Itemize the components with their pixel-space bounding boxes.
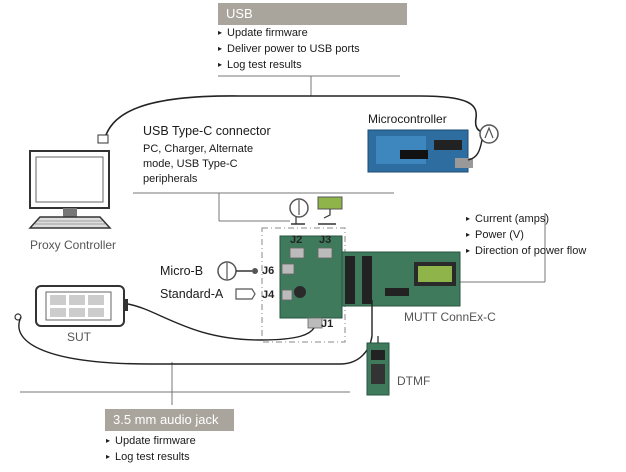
- proxy-controller-label: Proxy Controller: [30, 238, 117, 252]
- standard-a-plug-icon: [235, 288, 256, 300]
- j4-label: J4: [262, 289, 275, 301]
- bullet-icon: ▸: [106, 436, 111, 445]
- dtmf-label: DTMF: [397, 374, 431, 388]
- bullet-icon: ▸: [218, 28, 223, 37]
- display-plug-icon: [317, 196, 343, 225]
- audio-item-2: ▸ Log test results: [106, 450, 190, 465]
- bullet-icon: ▸: [466, 214, 471, 223]
- measure-item-text: Power (V): [475, 229, 524, 241]
- audio-item-text: Update firmware: [115, 435, 196, 447]
- audio-title: 3.5 mm audio jack: [105, 409, 234, 431]
- usb-item-1: ▸ Update firmware: [218, 26, 308, 41]
- usb-item-text: Log test results: [227, 59, 302, 71]
- bullet-icon: ▸: [218, 44, 223, 53]
- measure-item-2: ▸ Power (V): [466, 228, 524, 243]
- mutt-board-icon: [279, 235, 461, 329]
- microcontroller-board-icon: [367, 129, 473, 173]
- usb-item-text: Deliver power to USB ports: [227, 43, 360, 55]
- mutt-board-label: MUTT ConnEx-C: [404, 310, 496, 324]
- j6-label: J6: [262, 265, 275, 277]
- bullet-icon: ▸: [106, 452, 111, 461]
- usb-item-3: ▸ Log test results: [218, 58, 302, 73]
- measure-item-1: ▸ Current (amps): [466, 212, 549, 227]
- measure-item-text: Current (amps): [475, 213, 549, 225]
- audio-item-1: ▸ Update firmware: [106, 434, 196, 449]
- sut-tablet-icon: [14, 285, 128, 327]
- j3-label: J3: [319, 234, 332, 246]
- measure-item-text: Direction of power flow: [475, 245, 587, 257]
- sut-label: SUT: [67, 330, 91, 344]
- measure-item-3: ▸ Direction of power flow: [466, 244, 586, 259]
- micro-b-label: Micro-B: [160, 264, 204, 278]
- dtmf-board-icon: [366, 336, 390, 396]
- micro-usb-connector-icon: [467, 124, 499, 161]
- sut-usb-cable: [127, 303, 315, 341]
- micro-b-plug-icon: [217, 261, 258, 281]
- usbc-line-2: mode, USB Type-C: [143, 158, 238, 170]
- usbc-line-3: peripherals: [143, 173, 198, 185]
- j2-label: J2: [290, 234, 303, 246]
- usbc-title: USB Type-C connector: [143, 124, 271, 138]
- usb-item-2: ▸ Deliver power to USB ports: [218, 42, 360, 57]
- audio-item-text: Log test results: [115, 451, 190, 463]
- usb-item-text: Update firmware: [227, 27, 308, 39]
- j1-label: J1: [321, 318, 334, 330]
- usb-title: USB: [218, 3, 407, 25]
- bullet-icon: ▸: [466, 230, 471, 239]
- standard-a-label: Standard-A: [160, 287, 224, 301]
- bullet-icon: ▸: [218, 60, 223, 69]
- usbc-line-1: PC, Charger, Alternate: [143, 143, 254, 155]
- typec-plug-icon: [289, 198, 309, 225]
- usb-cable: [103, 95, 489, 143]
- bullet-icon: ▸: [466, 246, 471, 255]
- microcontroller-label: Microcontroller: [368, 112, 447, 126]
- proxy-computer-icon: [28, 134, 112, 229]
